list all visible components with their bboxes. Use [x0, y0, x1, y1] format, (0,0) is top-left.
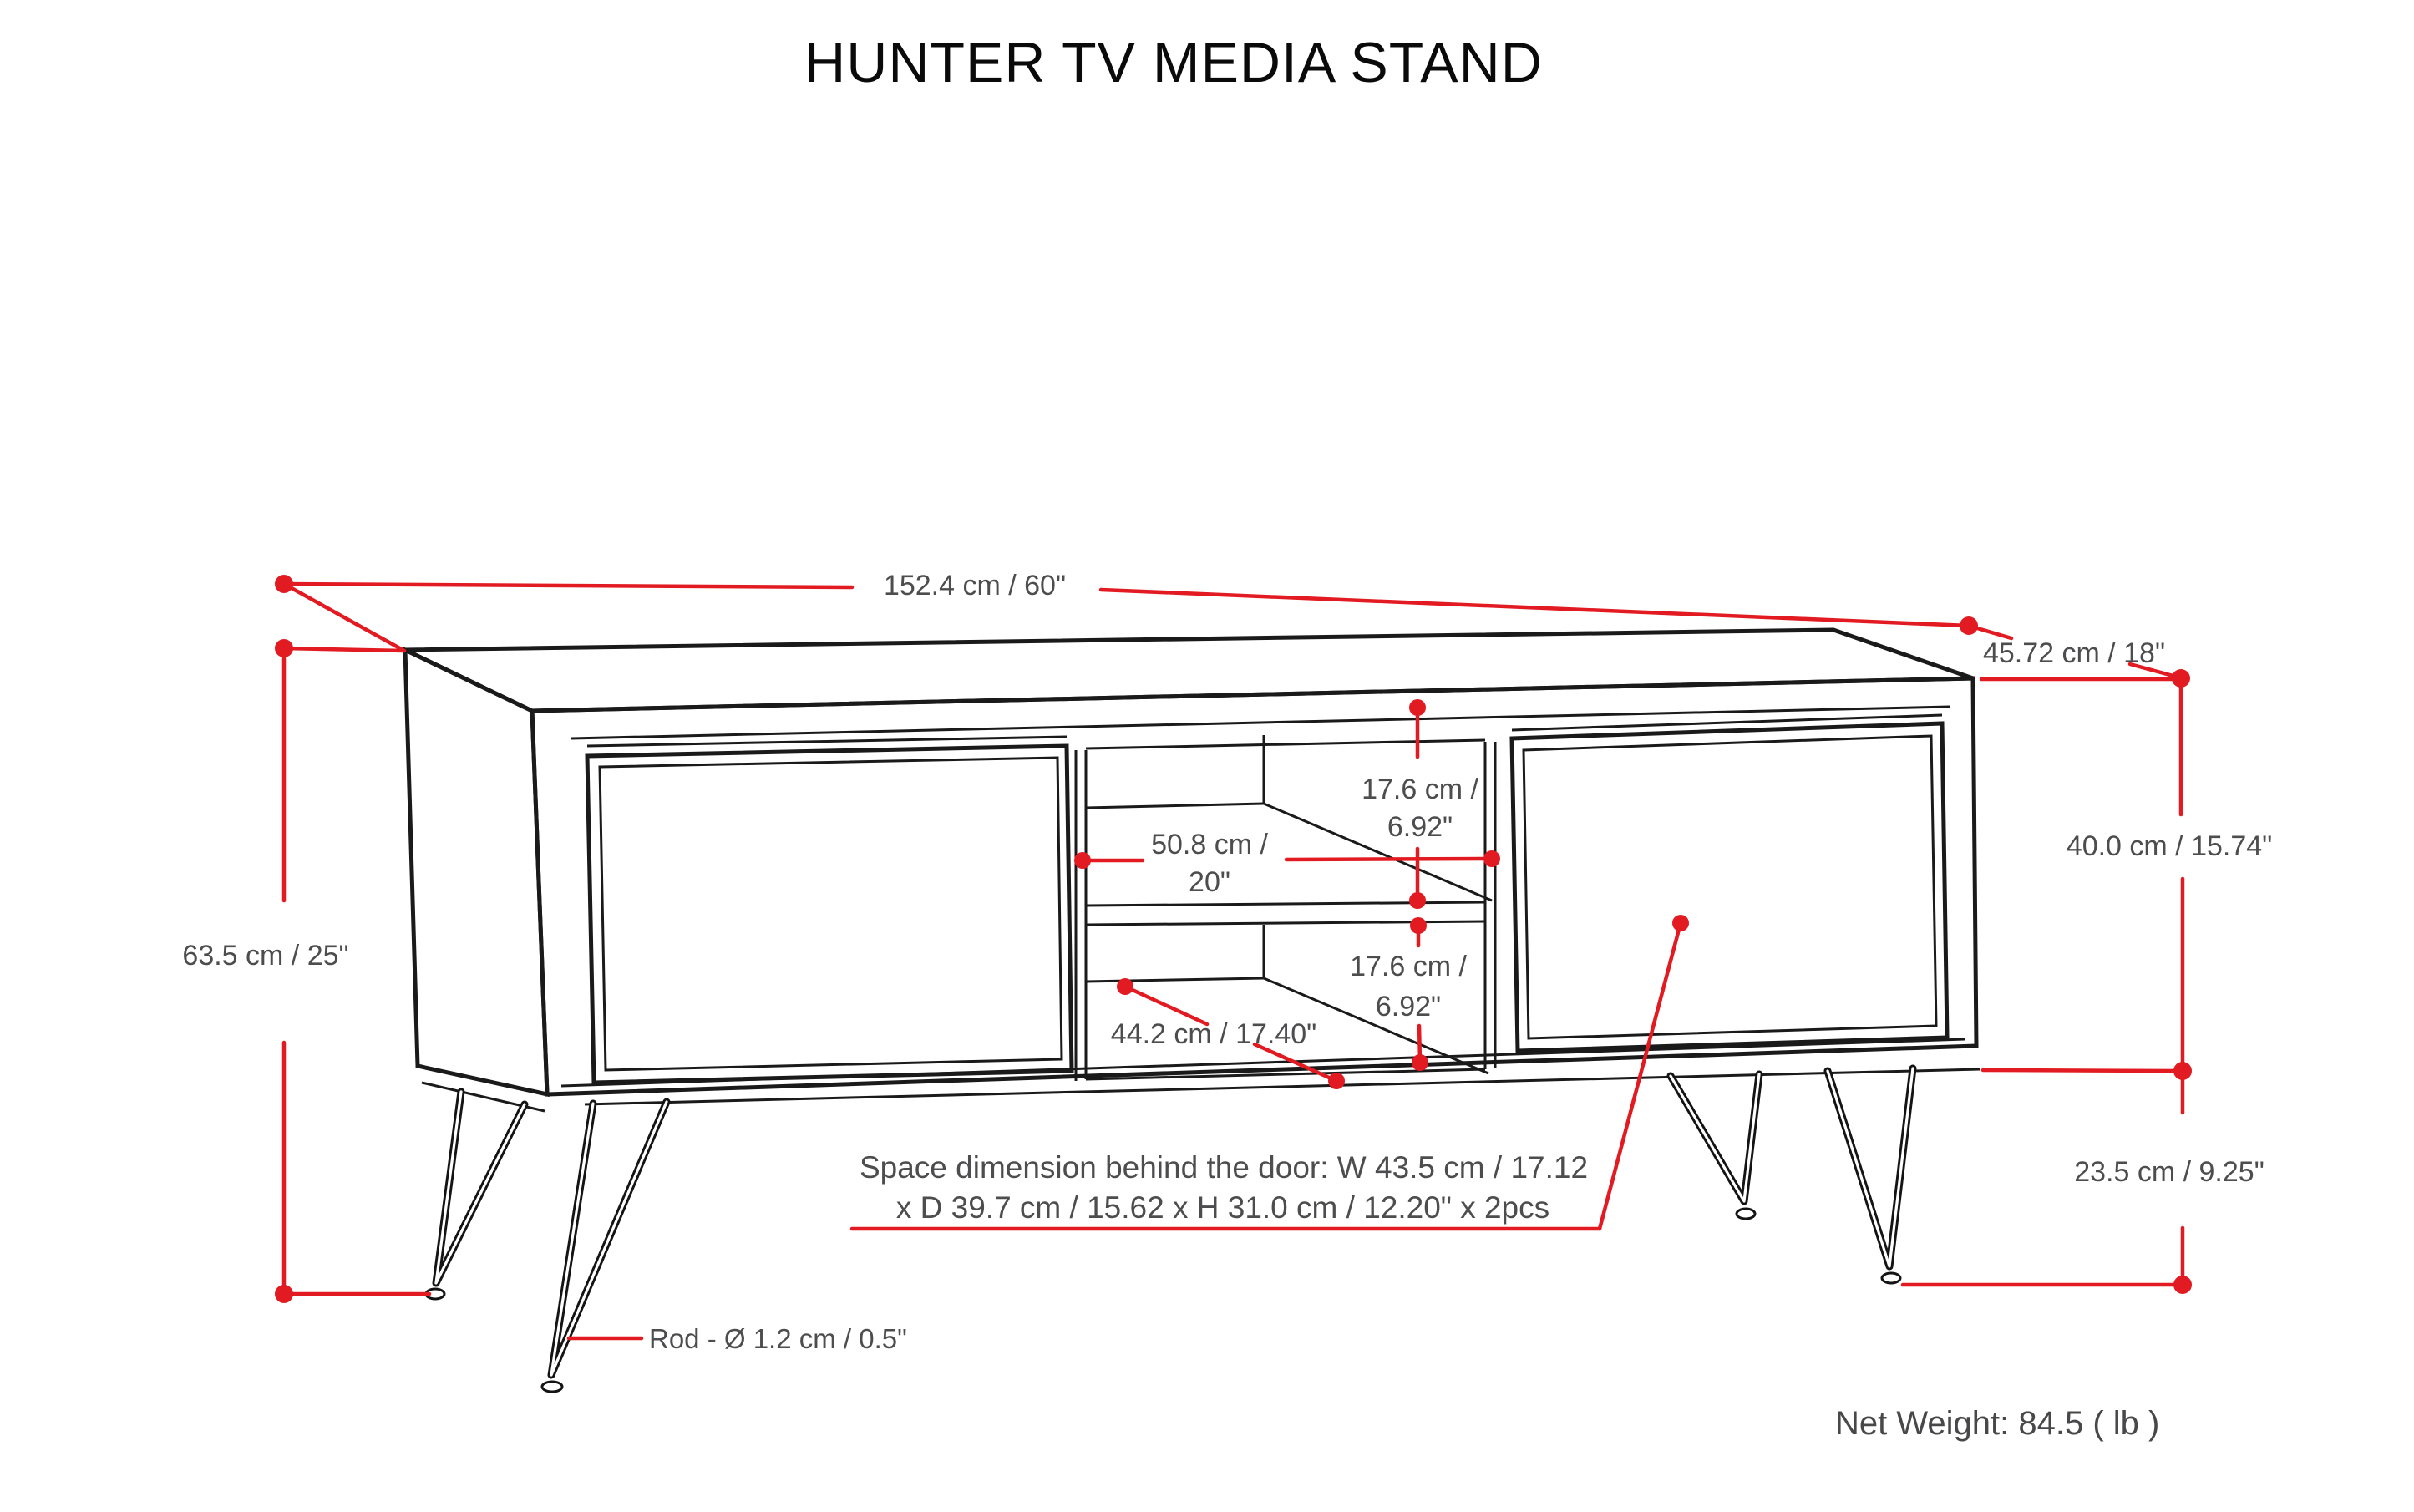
dim-overall-height-label: 63.5 cm / 25": [182, 940, 348, 972]
dim-shelf-depth-label: 44.2 cm / 17.40": [1111, 1018, 1316, 1050]
dimension-endpoint-dots: [275, 575, 2192, 1303]
dim-lower-shelf-height-line2: 6.92": [1376, 991, 1441, 1022]
page-title: HUNTER TV MEDIA STAND: [804, 31, 1543, 94]
dim-overall-depth-label: 45.72 cm / 18": [1983, 637, 2165, 669]
dim-cabinet-height-label: 40.0 cm / 15.74": [2067, 830, 2272, 862]
net-weight-label: Net Weight: 84.5 ( lb ): [1835, 1405, 2159, 1442]
dim-upper-shelf-height-line1: 17.6 cm /: [1362, 774, 1478, 805]
dim-shelf-width-line1: 50.8 cm /: [1151, 829, 1268, 860]
door-space-note-line2: x D 39.7 cm / 15.62 x H 31.0 cm / 12.20"…: [896, 1190, 1549, 1225]
dim-lower-shelf-height-line1: 17.6 cm /: [1350, 951, 1467, 982]
dimension-lines: [275, 575, 2192, 1341]
door-space-note-line1: Space dimension behind the door: W 43.5 …: [860, 1150, 1588, 1185]
dimension-labels: 152.4 cm / 60" 45.72 cm / 18" 63.5 cm / …: [182, 570, 2272, 1354]
dim-rod-diameter-label: Rod - Ø 1.2 cm / 0.5": [649, 1323, 907, 1354]
hairpin-legs: [424, 1064, 1917, 1393]
dim-overall-width-label: 152.4 cm / 60": [884, 570, 1066, 601]
dim-upper-shelf-height-line2: 6.92": [1387, 811, 1453, 843]
dim-leg-height-label: 23.5 cm / 9.25": [2074, 1156, 2264, 1188]
notes: Space dimension behind the door: W 43.5 …: [860, 1150, 2159, 1442]
dim-shelf-width-line2: 20": [1189, 866, 1230, 898]
